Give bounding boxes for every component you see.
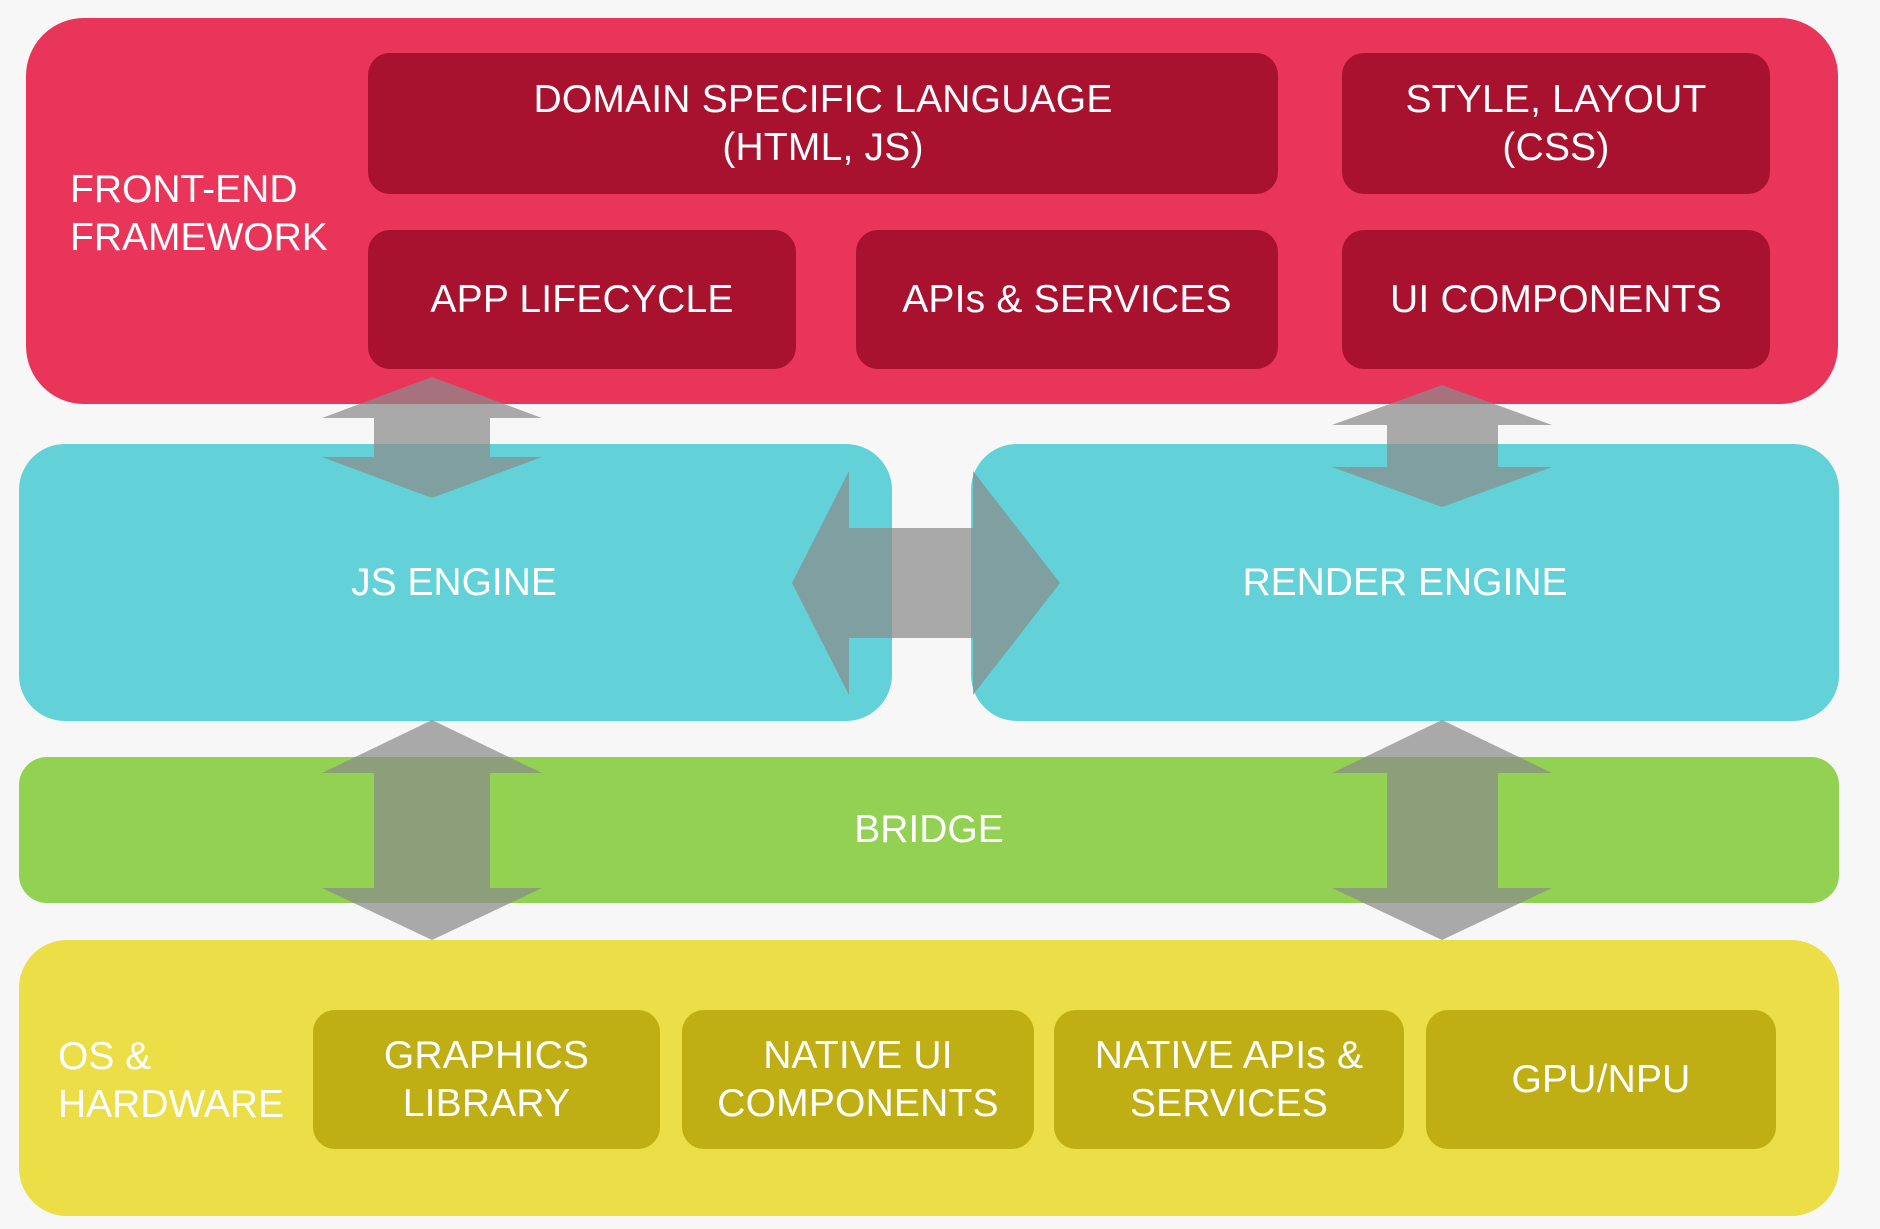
graphics-library-box: GRAPHICS LIBRARY bbox=[313, 1010, 660, 1149]
style-layout-box: STYLE, LAYOUT (CSS) bbox=[1342, 53, 1770, 194]
ui-components-box: UI COMPONENTS bbox=[1342, 230, 1770, 369]
native-apis-services-box: NATIVE APIs & SERVICES bbox=[1054, 1010, 1404, 1149]
app-lifecycle-box: APP LIFECYCLE bbox=[368, 230, 796, 369]
native-ui-components-box: NATIVE UI COMPONENTS bbox=[682, 1010, 1034, 1149]
gpu-npu-box: GPU/NPU bbox=[1426, 1010, 1776, 1149]
js-engine-label: JS ENGINE bbox=[351, 560, 557, 604]
os-hardware-label: OS & HARDWARE bbox=[58, 1035, 285, 1126]
os-hardware-layer: OS & HARDWARE GRAPHICS LIBRARY NATIVE UI… bbox=[19, 940, 1839, 1216]
bridge-label: BRIDGE bbox=[854, 808, 1004, 851]
render-engine-layer: RENDER ENGINE bbox=[971, 444, 1839, 721]
js-engine-layer: JS ENGINE bbox=[19, 444, 892, 721]
dsl-box: DOMAIN SPECIFIC LANGUAGE (HTML, JS) bbox=[368, 53, 1278, 194]
frontend-framework-layer: FRONT-END FRAMEWORK DOMAIN SPECIFIC LANG… bbox=[26, 18, 1838, 404]
frontend-framework-label: FRONT-END FRAMEWORK bbox=[70, 168, 328, 259]
apis-services-box: APIs & SERVICES bbox=[856, 230, 1278, 369]
bridge-layer: BRIDGE bbox=[19, 757, 1839, 903]
render-engine-label: RENDER ENGINE bbox=[1242, 560, 1568, 604]
